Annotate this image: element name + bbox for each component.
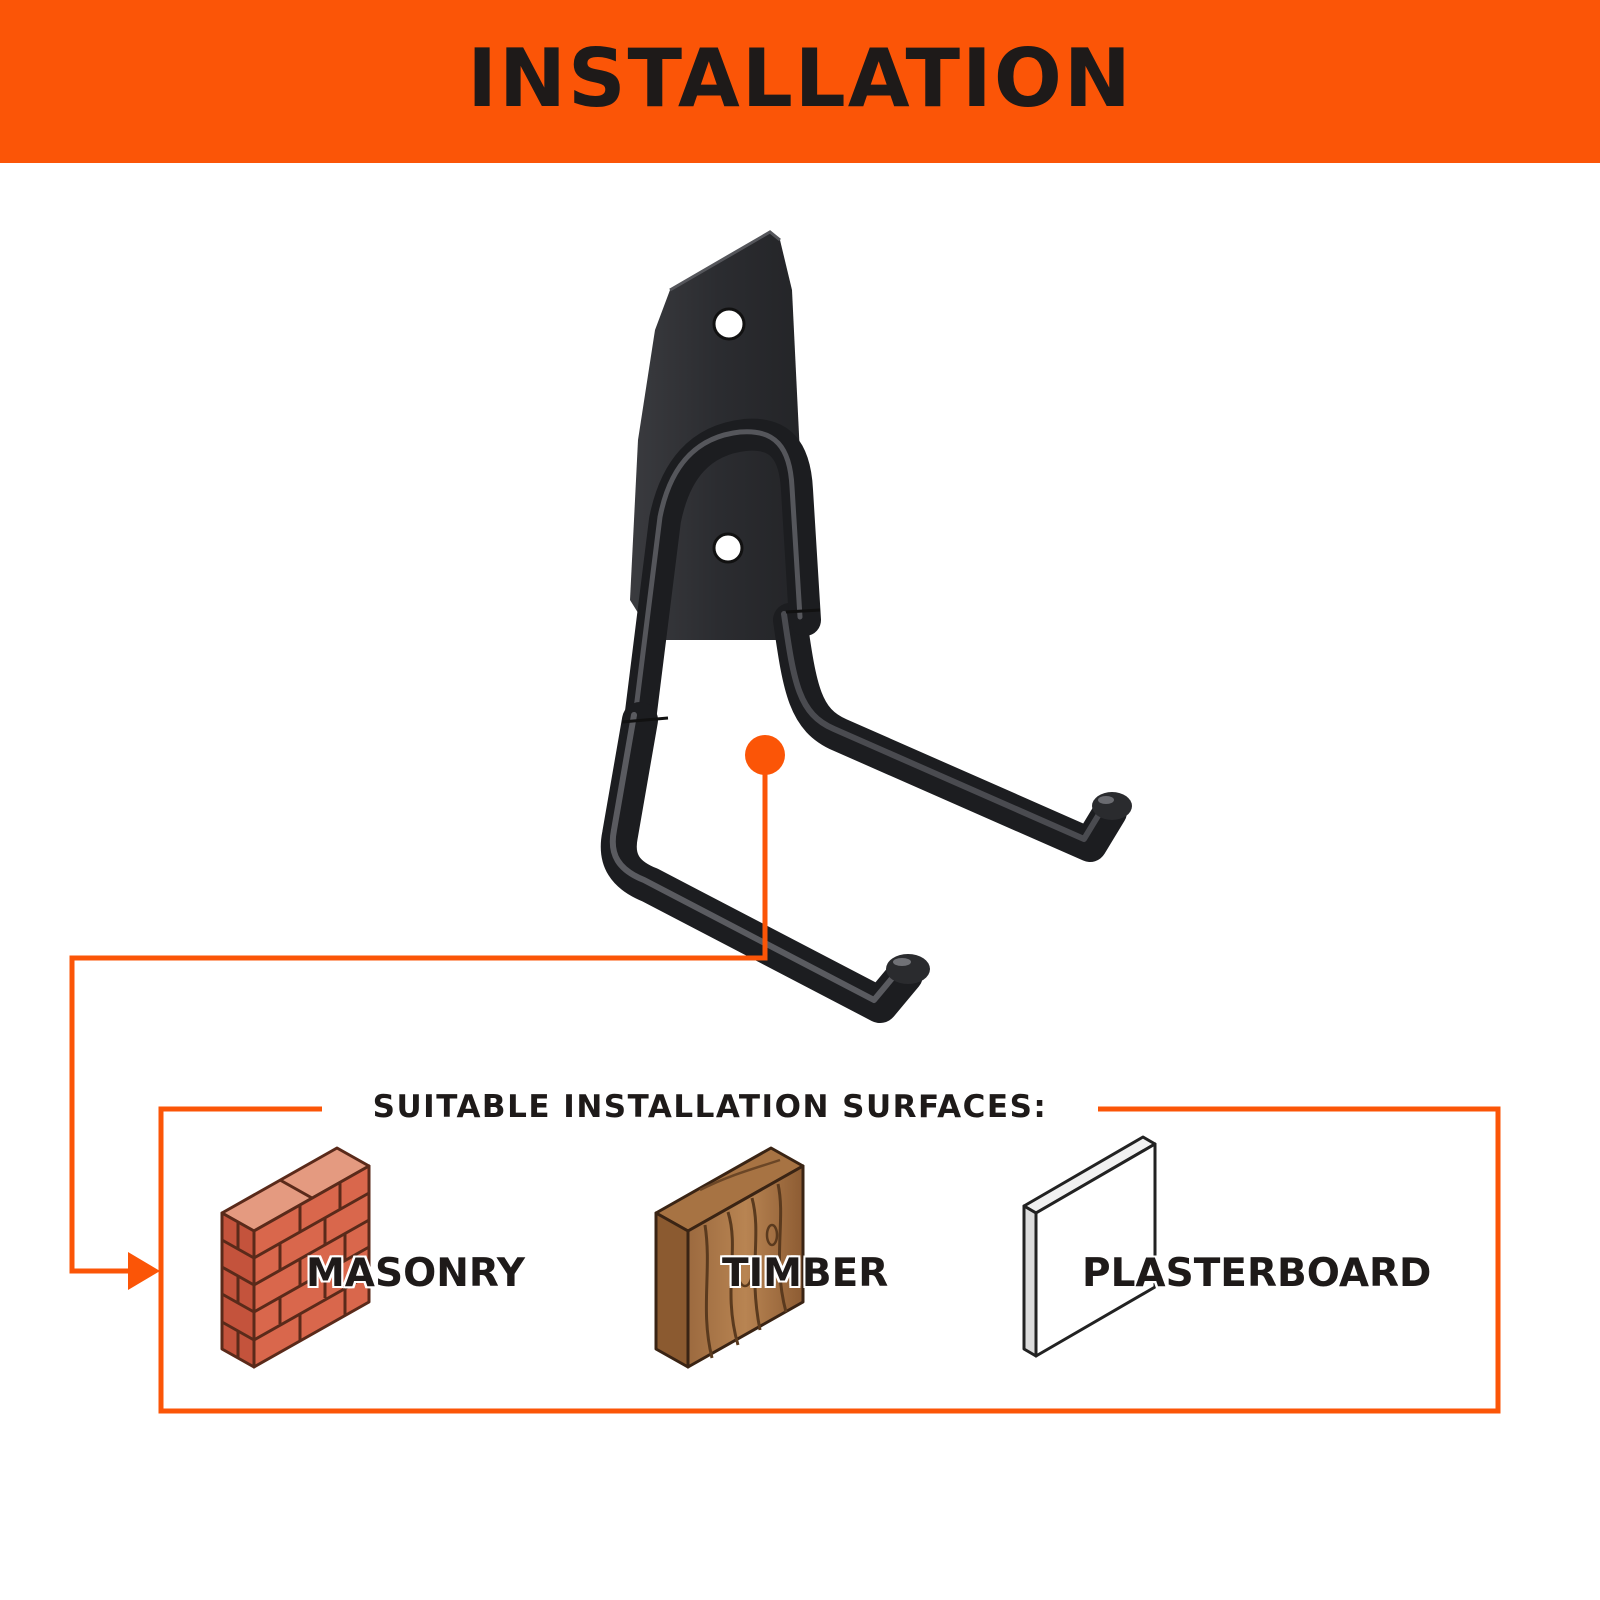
- hook-top-loop: [624, 418, 821, 736]
- header-banner: INSTALLATION: [0, 0, 1600, 163]
- wood-block-icon: [654, 1146, 805, 1369]
- surface-label-masonry: MASONRY: [306, 1251, 526, 1296]
- plasterboard-icon: [1022, 1135, 1157, 1358]
- wall-hook-image: [600, 230, 1132, 1023]
- surface-label-plasterboard: PLASTERBOARD: [1082, 1251, 1432, 1296]
- brick-wall-icon: [220, 1146, 371, 1369]
- surfaces-heading: SUITABLE INSTALLATION SURFACES:: [322, 1082, 1098, 1132]
- page-title: INSTALLATION: [467, 32, 1133, 125]
- callout-dot: [745, 735, 785, 775]
- callout-arrow-icon: [128, 1252, 160, 1290]
- surface-label-timber: TIMBER: [722, 1251, 889, 1296]
- callout-connector: [69, 735, 785, 1290]
- screw-hole-top: [714, 309, 744, 339]
- screw-hole-bottom: [714, 534, 742, 562]
